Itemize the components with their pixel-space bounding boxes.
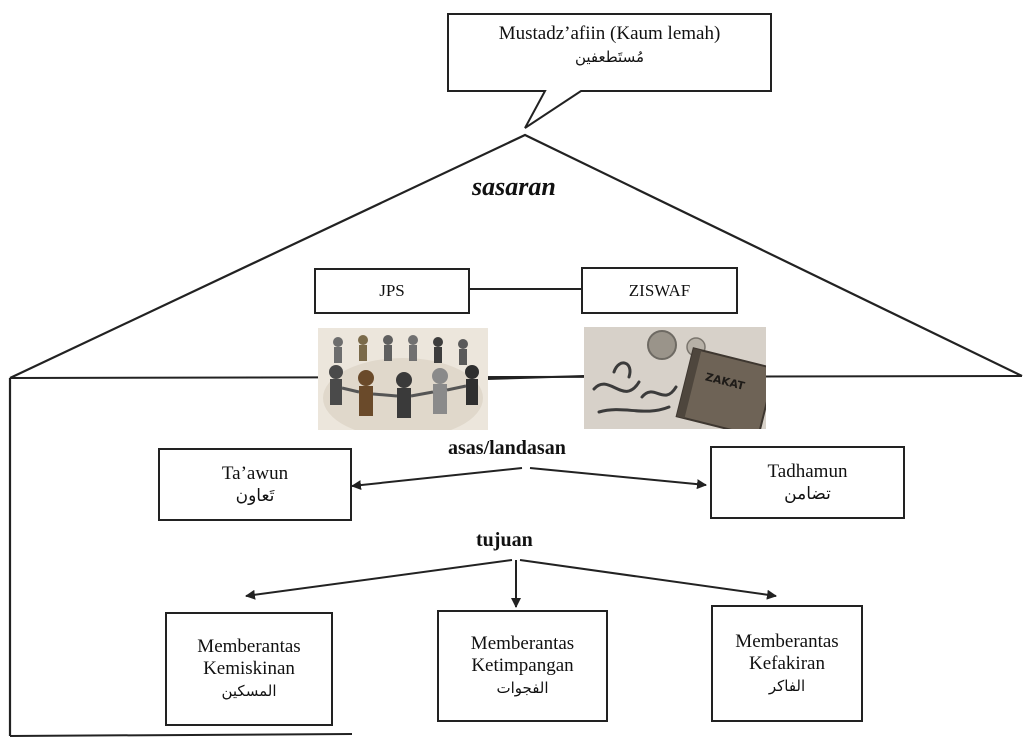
goal-ketimpangan-line1: Memberantas — [470, 633, 575, 654]
target-arabic-label: مُستَطعفين — [574, 48, 645, 66]
tawawun-latin-label: Ta’awun — [221, 462, 289, 484]
goal-box-ketimpangan: Memberantas Ketimpangan الفجوات — [437, 610, 608, 722]
tadhamun-box: Tadhamun تضامن — [710, 446, 905, 519]
jps-label: JPS — [379, 281, 405, 300]
tujuan-label: tujuan — [476, 529, 533, 551]
goal-kefakiran-arabic: الفاكر — [768, 676, 806, 695]
goal-box-kefakiran: Memberantas Kefakiran الفاكر — [711, 605, 863, 722]
jps-box: JPS — [314, 268, 470, 314]
goal-ketimpangan-line2: Ketimpangan — [471, 655, 574, 676]
goal-kemiskinan-arabic: المسكين — [221, 682, 277, 700]
goal-kemiskinan-line1: Memberantas — [197, 636, 301, 657]
sasaran-label: sasaran — [472, 172, 556, 201]
ziswaf-label: ZISWAF — [628, 280, 691, 300]
images-connector — [486, 375, 585, 380]
arrow-to-tawawun — [351, 467, 523, 491]
zakat-image: ZAKAT — [584, 327, 766, 429]
house-floor-line — [9, 733, 353, 737]
arrow-to-tadhamun — [529, 467, 707, 490]
goal-kefakiran-line2: Kefakiran — [749, 652, 825, 674]
arrow-to-goal-left — [245, 559, 513, 600]
target-callout-text: Mustadz’afiin (Kaum lemah) مُستَطعفين — [448, 22, 771, 86]
ziswaf-box: ZISWAF — [581, 267, 738, 314]
goal-box-kemiskinan: Memberantas Kemiskinan المسكين — [165, 612, 333, 726]
goal-kemiskinan-line2: Kemiskinan — [203, 658, 295, 679]
tawawun-box: Ta’awun تَعاون — [158, 448, 352, 521]
target-latin-label: Mustadz’afiin (Kaum lemah) — [498, 23, 721, 44]
tadhamun-latin-label: Tadhamun — [767, 460, 848, 482]
goal-ketimpangan-arabic: الفجوات — [496, 679, 549, 697]
tawawun-arabic-label: تَعاون — [235, 485, 275, 506]
people-chain-image — [318, 328, 488, 430]
roof-outline — [9, 133, 1023, 379]
tadhamun-arabic-label: تضامن — [784, 483, 831, 504]
goal-kefakiran-line1: Memberantas — [735, 630, 839, 652]
house-eave-line — [9, 375, 1023, 379]
arrow-to-goal-right — [519, 559, 777, 600]
asas-label: asas/landasan — [448, 437, 566, 459]
